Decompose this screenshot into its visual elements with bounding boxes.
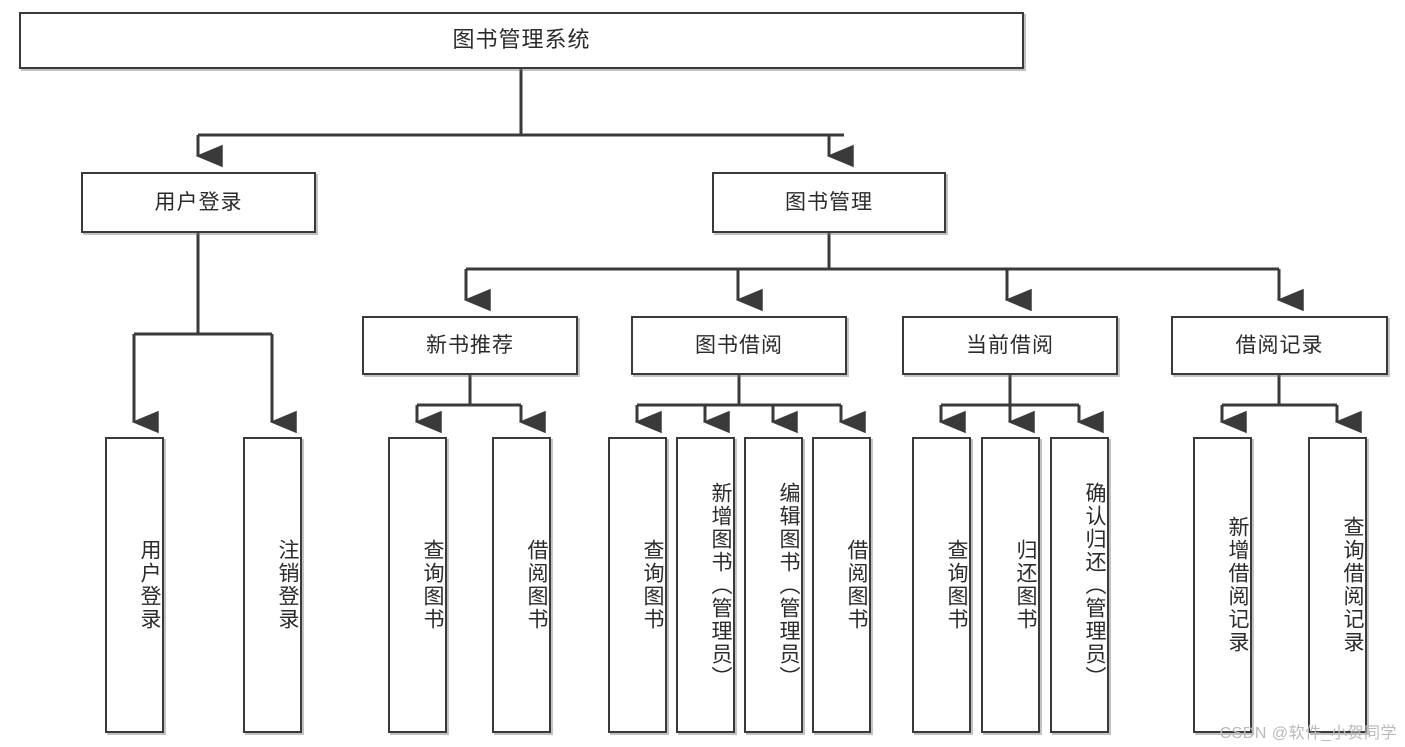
node-label: 查询图书 [421,539,444,631]
node-root-system[interactable]: 图书管理系统 [19,12,1024,69]
node-label: 查询图书 [945,539,968,631]
leaf-current-confirm-return-admin[interactable]: 确认归还（管理员） [1050,437,1109,733]
node-book-management[interactable]: 图书管理 [712,172,946,233]
leaf-borrow-borrow-book[interactable]: 借阅图书 [812,437,871,733]
node-label: 图书管理系统 [452,27,591,53]
node-label: 当前借阅 [966,333,1054,357]
node-user-login[interactable]: 用户登录 [81,172,316,233]
node-label: 用户登录 [154,190,243,214]
node-label: 借阅图书 [525,539,548,631]
leaf-recommend-borrow-book[interactable]: 借阅图书 [492,437,551,733]
node-label: 归还图书 [1014,539,1037,631]
node-label: 新书推荐 [426,333,514,357]
node-borrow-records[interactable]: 借阅记录 [1171,316,1388,375]
leaf-records-query-record[interactable]: 查询借阅记录 [1308,437,1367,733]
leaf-records-add-record[interactable]: 新增借阅记录 [1193,437,1252,733]
leaf-user-login-login[interactable]: 用户登录 [105,437,164,733]
node-label: 用户登录 [138,539,161,631]
node-new-book-recommend[interactable]: 新书推荐 [362,316,578,375]
node-label: 图书管理 [785,190,873,214]
node-label: 借阅记录 [1235,333,1324,357]
node-label: 编辑图书（管理员） [777,481,800,689]
node-label: 图书借阅 [695,333,783,357]
leaf-recommend-query-book[interactable]: 查询图书 [388,437,447,733]
leaf-borrow-query-book[interactable]: 查询图书 [608,437,667,733]
leaf-borrow-edit-book-admin[interactable]: 编辑图书（管理员） [744,437,803,733]
node-label: 查询借阅记录 [1341,516,1364,654]
node-current-borrow[interactable]: 当前借阅 [902,316,1118,375]
node-label: 确认归还（管理员） [1083,481,1106,689]
node-label: 新增图书（管理员） [709,481,732,689]
node-book-borrow[interactable]: 图书借阅 [631,316,847,375]
node-label: 查询图书 [641,539,664,631]
node-label: 借阅图书 [845,539,868,631]
leaf-current-query-book[interactable]: 查询图书 [912,437,971,733]
leaf-current-return-book[interactable]: 归还图书 [981,437,1040,733]
node-label: 注销登录 [276,539,299,631]
leaf-user-login-logout[interactable]: 注销登录 [243,437,302,733]
csdn-watermark: CSDN @软件_小贺同学 [1219,725,1397,742]
node-label: 新增借阅记录 [1226,516,1249,654]
leaf-borrow-add-book-admin[interactable]: 新增图书（管理员） [676,437,735,733]
